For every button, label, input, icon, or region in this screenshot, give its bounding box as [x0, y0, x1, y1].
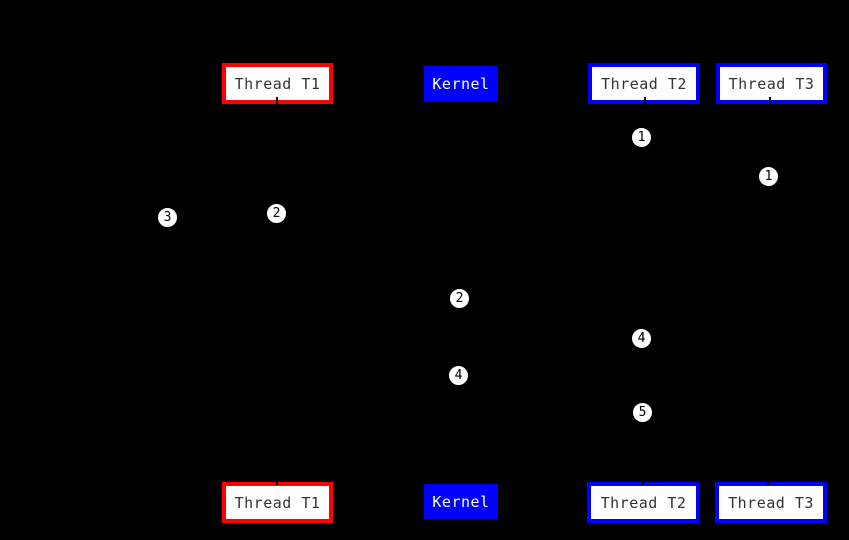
thread-t3-label-top: Thread T3 [728, 74, 815, 93]
step-marker: 5 [632, 402, 653, 423]
step-marker: 1 [758, 166, 779, 187]
lifeline-stub-t3-bottom [767, 477, 769, 485]
lifeline-stub-t1-top [276, 97, 278, 105]
thread-t1-label-top: Thread T1 [234, 74, 321, 93]
kernel-label-top: Kernel [432, 74, 490, 93]
step-marker: 4 [448, 365, 469, 386]
thread-t2-label-top: Thread T2 [601, 74, 687, 93]
thread-t1-box-bottom: Thread T1 [222, 482, 333, 523]
lifeline-stub-t3-top [769, 97, 771, 105]
step-marker: 3 [157, 207, 178, 228]
lifeline-stub-t2-bottom [642, 477, 644, 485]
step-marker: 4 [631, 328, 652, 349]
step-marker: 2 [266, 203, 287, 224]
thread-t2-label-bottom: Thread T2 [600, 493, 687, 512]
thread-t3-box-top: Thread T3 [716, 63, 827, 104]
lifeline-stub-t2-top [644, 97, 646, 105]
thread-t3-box-bottom: Thread T3 [715, 482, 827, 523]
kernel-box-bottom: Kernel [424, 484, 498, 519]
lifeline-stub-t1-bottom [276, 477, 278, 485]
step-marker: 1 [631, 127, 652, 148]
kernel-label-bottom: Kernel [432, 492, 490, 511]
thread-t1-label-bottom: Thread T1 [234, 493, 321, 512]
thread-t2-box-bottom: Thread T2 [587, 482, 700, 523]
step-marker: 2 [449, 288, 470, 309]
thread-t3-label-bottom: Thread T3 [728, 493, 814, 512]
kernel-box-top: Kernel [424, 66, 498, 101]
